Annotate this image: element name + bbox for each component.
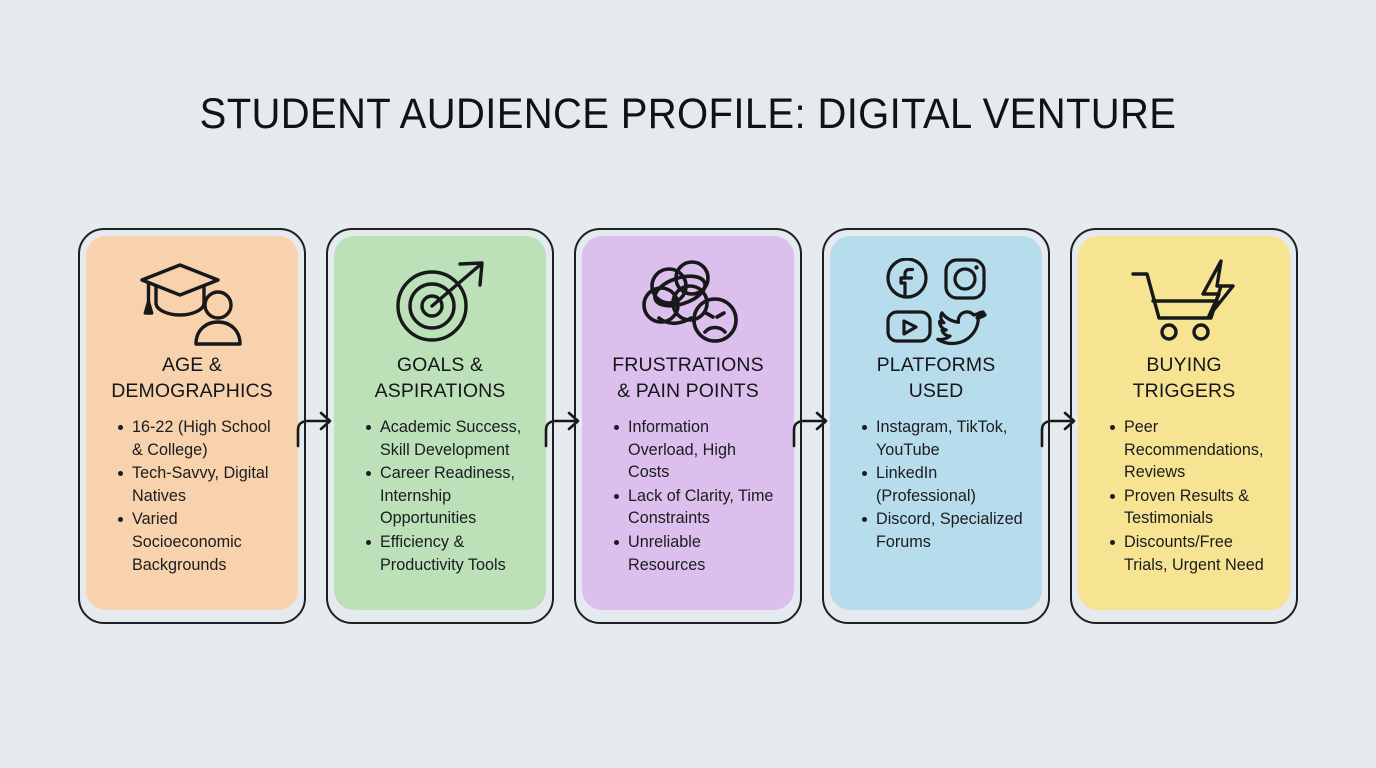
list-item: Information Overload, High Costs: [614, 416, 778, 484]
card-title: AGE & DEMOGRAPHICS: [109, 352, 275, 404]
card-title-line1: PLATFORMS: [876, 354, 996, 376]
card-title-line2: USED: [908, 380, 964, 402]
connector-2: [544, 228, 580, 624]
card-bullet-list: Instagram, TikTok, YouTube LinkedIn (Pro…: [844, 416, 1028, 555]
list-item: Proven Results & Testimonials: [1110, 485, 1274, 530]
card-bullet-list: Peer Recommendations, Reviews Proven Res…: [1092, 416, 1276, 577]
card-body: AGE & DEMOGRAPHICS 16-22 (High School & …: [86, 236, 298, 610]
shopping-cart-lightning-icon: [1129, 256, 1239, 348]
curved-arrow-right-icon: [544, 411, 580, 448]
list-item: Instagram, TikTok, YouTube: [862, 416, 1026, 461]
curved-arrow-right-icon: [1040, 411, 1076, 448]
connector-4: [1040, 228, 1076, 624]
facebook-icon: [886, 258, 928, 299]
list-item: Peer Recommendations, Reviews: [1110, 416, 1274, 484]
curved-arrow-right-icon: [296, 411, 332, 448]
card-title-line2: & PAIN POINTS: [617, 380, 759, 402]
list-item: Discord, Specialized Forums: [862, 508, 1026, 553]
card-title-line2: TRIGGERS: [1132, 380, 1236, 402]
youtube-icon: [886, 310, 932, 343]
card-title-line1: FRUSTRATIONS: [612, 354, 764, 376]
list-item: Efficiency & Productivity Tools: [366, 531, 530, 576]
card-bullet-list: Academic Success, Skill Development Care…: [348, 416, 532, 577]
card-age-demographics[interactable]: AGE & DEMOGRAPHICS 16-22 (High School & …: [78, 228, 306, 624]
card-buying-triggers[interactable]: BUYING TRIGGERS Peer Recommendations, Re…: [1070, 228, 1298, 624]
card-title-line1: BUYING: [1146, 354, 1222, 376]
list-item: Lack of Clarity, Time Constraints: [614, 485, 778, 530]
card-platforms-used[interactable]: PLATFORMS USED Instagram, TikTok, YouTub…: [822, 228, 1050, 624]
instagram-icon: [944, 258, 986, 300]
connector-3: [792, 228, 828, 624]
card-title: GOALS & ASPIRATIONS: [373, 352, 508, 404]
list-item: Discounts/Free Trials, Urgent Need: [1110, 531, 1274, 576]
list-item: Academic Success, Skill Development: [366, 416, 530, 461]
curved-arrow-right-icon: [792, 411, 828, 448]
card-goals-aspirations[interactable]: GOALS & ASPIRATIONS Academic Success, Sk…: [326, 228, 554, 624]
audience-profile-flow: AGE & DEMOGRAPHICS 16-22 (High School & …: [78, 228, 1298, 624]
list-item: Varied Socioeconomic Backgrounds: [118, 508, 282, 576]
card-title: BUYING TRIGGERS: [1131, 352, 1238, 404]
card-body: PLATFORMS USED Instagram, TikTok, YouTub…: [830, 236, 1042, 610]
page-title: STUDENT AUDIENCE PROFILE: DIGITAL VENTUR…: [199, 90, 1177, 138]
card-title: FRUSTRATIONS & PAIN POINTS: [610, 352, 765, 404]
card-title-line1: GOALS &: [396, 354, 484, 376]
list-item: Career Readiness, Internship Opportuniti…: [366, 462, 530, 530]
card-body: GOALS & ASPIRATIONS Academic Success, Sk…: [334, 236, 546, 610]
list-item: LinkedIn (Professional): [862, 462, 1026, 507]
list-item: Tech-Savvy, Digital Natives: [118, 462, 282, 507]
card-frustrations-pain-points[interactable]: FRUSTRATIONS & PAIN POINTS Information O…: [574, 228, 802, 624]
graduation-cap-person-icon: [134, 256, 250, 348]
card-body: FRUSTRATIONS & PAIN POINTS Information O…: [582, 236, 794, 610]
list-item: 16-22 (High School & College): [118, 416, 282, 461]
list-item: Unreliable Resources: [614, 531, 778, 576]
card-body: BUYING TRIGGERS Peer Recommendations, Re…: [1078, 236, 1290, 610]
card-bullet-list: 16-22 (High School & College) Tech-Savvy…: [100, 416, 284, 577]
tangled-scribble-sad-face-icon: [635, 256, 741, 348]
card-title-line2: ASPIRATIONS: [374, 380, 506, 402]
card-bullet-list: Information Overload, High Costs Lack of…: [596, 416, 780, 577]
card-title: PLATFORMS USED: [875, 352, 998, 404]
connector-1: [296, 228, 332, 624]
social-media-logos-icon: [884, 256, 988, 348]
target-arrow-icon: [388, 256, 492, 348]
card-title-line2: DEMOGRAPHICS: [111, 380, 273, 402]
twitter-icon: [936, 310, 987, 346]
card-title-line1: AGE &: [161, 354, 223, 376]
